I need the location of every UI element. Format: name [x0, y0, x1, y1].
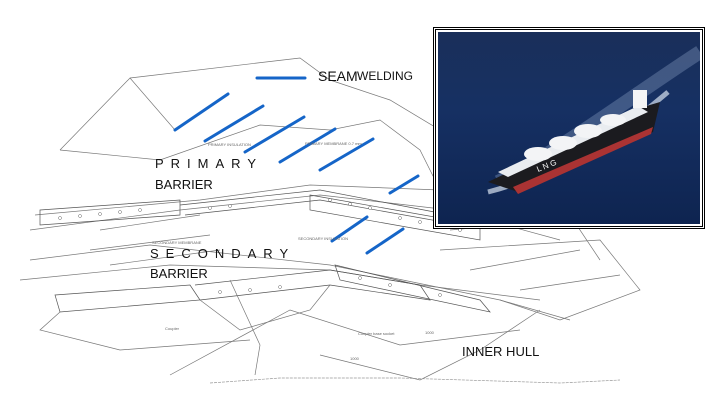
- seam-line: [173, 92, 230, 132]
- seam-line: [203, 104, 265, 143]
- primary-membrane-label: PRIMARY MEMBRANE 0.7 mm: [305, 141, 362, 146]
- seam-line: [278, 127, 337, 164]
- seam-line: [365, 227, 405, 255]
- ship-illustration: L N G: [487, 46, 700, 195]
- legend-label-welding: WELDING: [357, 69, 414, 83]
- seam-line: [243, 115, 306, 154]
- secondary-barrier-label: BARRIER: [150, 266, 208, 281]
- coupler-base-socket-label: Coupler base socket: [358, 331, 395, 336]
- primary-insulation-label: PRIMARY INSULATION: [208, 142, 251, 147]
- bolt-holes: [58, 198, 462, 297]
- legend-label-seam: SEAM: [318, 68, 358, 84]
- dimension-label: 1000: [350, 356, 359, 361]
- dimension-label: 1000: [425, 330, 434, 335]
- coupler-label: Coupler: [165, 326, 180, 331]
- seam-line: [330, 215, 369, 243]
- line-art: [19, 57, 641, 384]
- primary-barrier-label: BARRIER: [155, 177, 213, 192]
- lng-carrier-photo: L N G: [433, 27, 705, 229]
- seam-welding-lines: [173, 76, 420, 255]
- secondary-label: SECONDARY: [150, 246, 296, 261]
- seam-line: [318, 137, 375, 172]
- inner-hull-label: INNER HULL: [462, 344, 540, 359]
- seam-line: [388, 174, 420, 195]
- primary-label: PRIMARY: [155, 156, 263, 171]
- secondary-insulation-label: SECONDARY INSULATION: [298, 236, 349, 241]
- secondary-membrane-label: SECONDARY MEMBRANE: [152, 240, 202, 245]
